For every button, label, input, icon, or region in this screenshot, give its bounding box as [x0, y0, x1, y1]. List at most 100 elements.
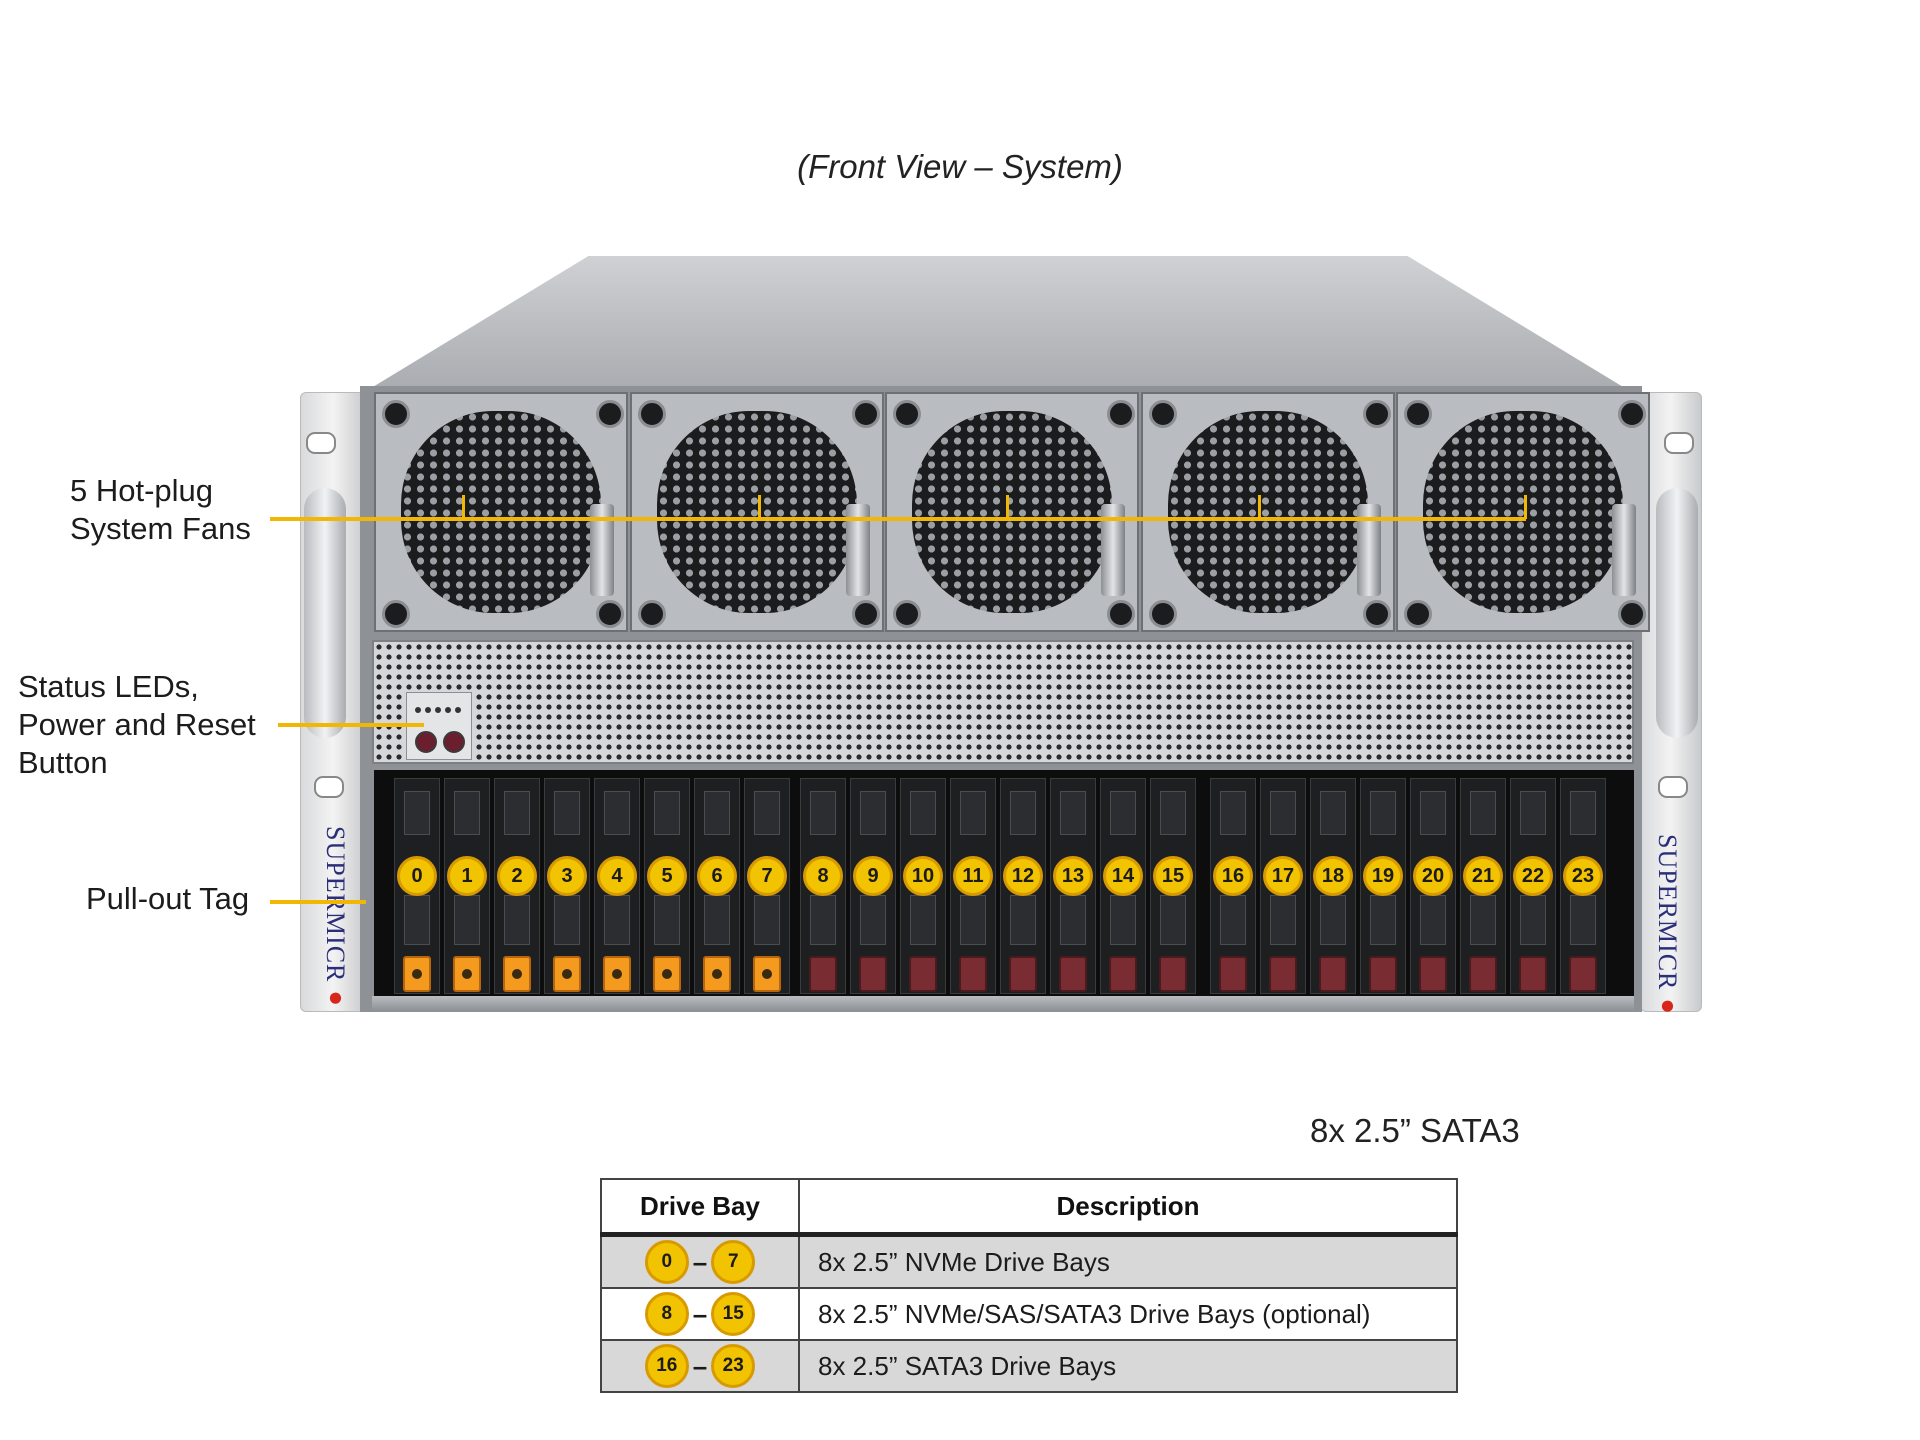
status-callout-line	[278, 723, 424, 727]
drive-release-latch[interactable]	[452, 956, 482, 992]
legend-row: 8–15 8x 2.5” NVMe/SAS/SATA3 Drive Bays (…	[600, 1287, 1458, 1341]
bay-number-badge: 21	[1463, 856, 1503, 896]
fan-bolt	[1362, 400, 1391, 428]
legend-header-description: Description	[798, 1178, 1458, 1237]
fan-callout-tick	[1258, 495, 1261, 519]
drive-tray-slot	[1369, 791, 1397, 835]
drive-release-latch[interactable]	[1058, 956, 1088, 992]
drive-release-latch[interactable]	[958, 956, 988, 992]
drive-release-latch[interactable]	[908, 956, 938, 992]
brand-logo-left: SUPERMICR●	[321, 826, 350, 1013]
bay-badge: 16	[644, 1344, 689, 1388]
drive-tray-slot	[859, 895, 887, 945]
bay-number-badge: 4	[597, 856, 637, 896]
drive-release-latch[interactable]	[752, 956, 782, 992]
drive-tray-slot	[403, 791, 431, 835]
drive-tray-slot	[1519, 895, 1547, 945]
drive-tray-slot	[403, 895, 431, 945]
drive-tray-slot	[653, 791, 681, 835]
drive-release-latch[interactable]	[1218, 956, 1248, 992]
fan-release-handle[interactable]	[1612, 504, 1636, 596]
drive-tray-slot	[1159, 895, 1187, 945]
system-fan[interactable]	[1140, 392, 1395, 632]
fan-bolt	[893, 600, 921, 628]
drive-release-latch[interactable]	[652, 956, 682, 992]
drive-tray-slot	[503, 895, 531, 945]
fan-callout-tick	[1006, 495, 1009, 519]
drive-release-latch[interactable]	[1468, 956, 1498, 992]
drive-tray-slot	[653, 895, 681, 945]
left-handle	[304, 488, 346, 738]
drive-release-latch[interactable]	[602, 956, 632, 992]
latch-lock-icon	[561, 969, 572, 979]
drive-release-latch[interactable]	[702, 956, 732, 992]
right-handle	[1656, 488, 1698, 738]
drive-tray-slot	[1109, 791, 1137, 835]
drive-tray-slot	[1469, 791, 1497, 835]
drive-tray-slot	[909, 791, 937, 835]
drive-tray-slot	[703, 895, 731, 945]
drive-tray-slot	[1319, 791, 1347, 835]
bay-number-badge: 16	[1213, 856, 1253, 896]
drive-release-latch[interactable]	[858, 956, 888, 992]
system-fan[interactable]	[629, 392, 884, 632]
fan-bolt	[1107, 400, 1135, 428]
bay-number-badge: 19	[1363, 856, 1403, 896]
drive-release-latch[interactable]	[1518, 956, 1548, 992]
drive-release-latch[interactable]	[502, 956, 532, 992]
bay-number-badge: 20	[1413, 856, 1453, 896]
bay-number-badge: 10	[903, 856, 943, 896]
drive-tray-slot	[1109, 895, 1137, 945]
drive-tray-slot	[909, 895, 937, 945]
drive-release-latch[interactable]	[1108, 956, 1138, 992]
fan-bolt	[851, 600, 880, 628]
drive-tray-slot	[603, 791, 631, 835]
fan-bolt	[637, 600, 666, 628]
drive-release-latch[interactable]	[1418, 956, 1448, 992]
drive-release-latch[interactable]	[1368, 956, 1398, 992]
reset-button[interactable]	[443, 731, 465, 753]
drive-release-latch[interactable]	[402, 956, 432, 992]
right-ear-hole-bottom	[1658, 776, 1688, 798]
sata-note: 8x 2.5” SATA3	[1310, 1112, 1520, 1149]
range-dash: –	[692, 1246, 708, 1277]
system-fan[interactable]	[885, 392, 1139, 632]
system-fan[interactable]	[374, 392, 628, 632]
drive-release-latch[interactable]	[552, 956, 582, 992]
drive-tray-slot	[453, 895, 481, 945]
drive-release-latch[interactable]	[1008, 956, 1038, 992]
bay-badge: 8	[644, 1292, 689, 1336]
fan-bolt	[382, 600, 410, 628]
fan-bolt	[893, 400, 921, 428]
fan-bolt	[1148, 600, 1177, 628]
drive-tray-slot	[809, 895, 837, 945]
drive-release-latch[interactable]	[1318, 956, 1348, 992]
drive-bay[interactable]	[544, 778, 590, 994]
status-led	[415, 707, 421, 713]
drive-release-latch[interactable]	[1568, 956, 1598, 992]
drive-release-latch[interactable]	[1158, 956, 1188, 992]
drive-tray-slot	[1269, 791, 1297, 835]
drive-tray-slot	[703, 791, 731, 835]
bay-number-badge: 15	[1153, 856, 1193, 896]
bay-number-badge: 2	[497, 856, 537, 896]
drive-tray-slot	[1419, 791, 1447, 835]
fan-grill	[1423, 410, 1623, 614]
system-fan[interactable]	[1396, 392, 1650, 632]
status-led	[455, 707, 461, 713]
drive-tray-slot	[503, 791, 531, 835]
drive-release-latch[interactable]	[1268, 956, 1298, 992]
fan-grill	[912, 410, 1112, 614]
power-button[interactable]	[415, 731, 437, 753]
latch-lock-icon	[461, 969, 472, 979]
fan-bolt	[596, 600, 624, 628]
latch-lock-icon	[411, 969, 422, 979]
right-ear-hole-top	[1664, 432, 1694, 454]
bay-number-badge: 7	[747, 856, 787, 896]
figure-caption: (Front View – System)	[797, 148, 1123, 185]
fan-callout-tick	[462, 495, 465, 519]
drive-tray-slot	[1519, 791, 1547, 835]
drive-release-latch[interactable]	[808, 956, 838, 992]
drive-tray-slot	[1009, 895, 1037, 945]
